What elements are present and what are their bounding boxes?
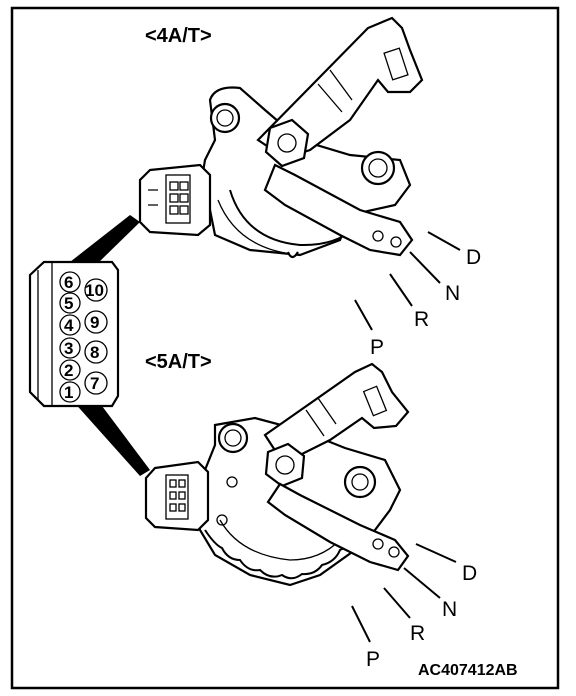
pin-6: 6 [64,273,73,292]
pin-grid: 6 10 5 4 9 3 8 2 1 7 [59,271,108,403]
label-5at-n: N [442,598,457,621]
pin-9: 9 [90,313,99,332]
label-5at-p: P [366,648,380,671]
pin-2: 2 [64,361,73,380]
label-4at-d: D [466,246,481,269]
pin-3: 3 [64,339,73,358]
pointer-wedge-upper [70,215,140,265]
title-4at: <4A/T> [145,25,212,47]
label-5at-d: D [462,562,477,585]
pointer-wedge-lower [72,398,150,476]
label-5at-r: R [410,622,425,645]
pin-7: 7 [90,374,99,393]
positions-4at: D N R P [354,231,481,359]
switch-5at [144,362,410,587]
label-4at-n: N [445,282,460,305]
switch-4at [138,16,424,259]
figure-frame [10,6,560,690]
title-5at: <5A/T> [145,351,212,373]
pin-10: 10 [85,281,104,300]
label-4at-r: R [414,308,429,331]
pin-1: 1 [64,383,73,402]
pin-5: 5 [64,294,73,313]
figure-code: AC407412AB [418,662,518,679]
pin-8: 8 [90,343,99,362]
connector-pin-view: 6 10 5 4 9 3 8 2 1 7 [28,215,150,476]
positions-5at: D N R P [351,543,477,671]
label-4at-p: P [370,336,384,359]
pin-4: 4 [64,316,74,335]
